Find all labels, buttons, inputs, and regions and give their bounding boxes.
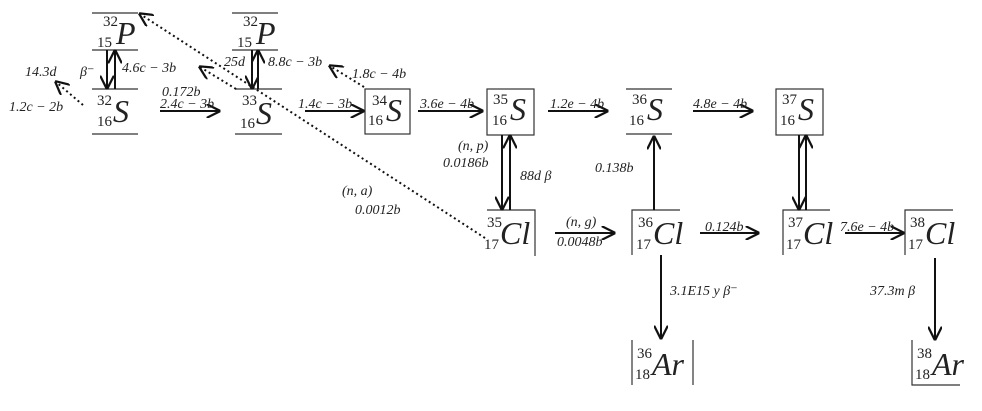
nuclide-cl35: 35 17 Cl — [484, 215, 530, 253]
dotted-arrow-cl35-to-p32 — [140, 14, 486, 239]
svg-text:(n, a): (n, a) — [342, 184, 373, 199]
svg-text:7.6e − 4b: 7.6e − 4b — [840, 220, 894, 235]
nuclide-cl37: 37 17 Cl — [786, 215, 833, 253]
svg-text:16: 16 — [492, 113, 508, 129]
svg-text:38: 38 — [910, 215, 925, 231]
dotted-arrow-s34 — [330, 66, 365, 88]
svg-text:P: P — [115, 15, 136, 51]
svg-text:(n, g): (n, g) — [566, 215, 597, 230]
svg-text:1.2e − 4b: 1.2e − 4b — [550, 97, 604, 112]
svg-text:S: S — [798, 91, 814, 127]
svg-text:0.124b: 0.124b — [705, 220, 744, 235]
nuclide-cl36: 36 17 Cl — [636, 215, 683, 253]
svg-text:(n, p): (n, p) — [458, 139, 489, 154]
svg-text:Ar: Ar — [930, 346, 965, 382]
svg-text:Cl: Cl — [500, 215, 530, 251]
svg-text:36: 36 — [637, 346, 653, 362]
svg-text:S: S — [256, 95, 272, 131]
reaction-arrows — [107, 50, 935, 339]
svg-text:3.1E15 y β⁻: 3.1E15 y β⁻ — [669, 284, 738, 299]
svg-text:8.8c − 3b: 8.8c − 3b — [268, 55, 322, 70]
svg-text:0.0186b: 0.0186b — [443, 156, 489, 171]
nuclide-ar38: 38 18 Ar — [915, 346, 965, 383]
svg-text:36: 36 — [638, 215, 654, 231]
nuclide-ar36: 36 18 Ar — [635, 346, 685, 383]
svg-text:1.8c − 4b: 1.8c − 4b — [352, 67, 406, 82]
nuclide-s33: 33 16 S — [240, 93, 272, 132]
svg-text:15: 15 — [97, 35, 112, 51]
svg-text:32: 32 — [97, 93, 112, 109]
svg-text:β⁻: β⁻ — [79, 65, 94, 80]
svg-text:35: 35 — [493, 92, 508, 108]
svg-text:37.3m β: 37.3m β — [869, 284, 915, 299]
svg-text:38: 38 — [917, 346, 932, 362]
svg-text:Cl: Cl — [803, 215, 833, 251]
nuclide-frames — [92, 12, 960, 386]
svg-text:3.6e − 4b: 3.6e − 4b — [419, 97, 474, 112]
svg-text:0.0048b: 0.0048b — [557, 235, 603, 250]
nuclide-p32-second: 32 15 P — [237, 14, 276, 51]
svg-text:0.172b: 0.172b — [162, 85, 201, 100]
svg-text:Cl: Cl — [653, 215, 683, 251]
svg-text:18: 18 — [915, 367, 930, 383]
nuclide-s32: 32 16 S — [97, 93, 129, 130]
svg-text:14.3d: 14.3d — [25, 65, 58, 80]
svg-text:0.0012b: 0.0012b — [355, 203, 401, 218]
svg-text:16: 16 — [368, 113, 384, 129]
svg-text:33: 33 — [242, 93, 257, 109]
dotted-arrow-s33 — [200, 67, 237, 90]
svg-text:32: 32 — [243, 14, 258, 30]
svg-text:S: S — [510, 91, 526, 127]
nuclide-s35: 35 16 S — [492, 91, 526, 129]
nuclide-s34: 34 16 S — [368, 92, 402, 129]
svg-text:37: 37 — [782, 92, 798, 108]
svg-text:1.4c − 3b: 1.4c − 3b — [298, 97, 352, 112]
svg-text:35: 35 — [487, 215, 502, 231]
svg-text:17: 17 — [636, 237, 652, 253]
svg-text:88d β: 88d β — [520, 169, 552, 184]
svg-text:17: 17 — [484, 237, 500, 253]
dotted-arrows — [56, 14, 486, 239]
svg-text:S: S — [113, 93, 129, 129]
svg-text:1.2c − 2b: 1.2c − 2b — [9, 100, 63, 115]
svg-text:Ar: Ar — [650, 346, 685, 382]
nuclide-s37: 37 16 S — [780, 91, 814, 129]
nuclide-p32-top: 32 15 P — [97, 14, 136, 51]
svg-text:S: S — [386, 92, 402, 128]
svg-text:S: S — [647, 91, 663, 127]
svg-text:16: 16 — [240, 116, 256, 132]
nuclide-s36: 36 16 S — [629, 91, 663, 129]
svg-text:15: 15 — [237, 35, 252, 51]
svg-text:4.6c − 3b: 4.6c − 3b — [122, 61, 176, 76]
svg-text:2.4c − 3b: 2.4c − 3b — [160, 97, 214, 112]
svg-text:37: 37 — [788, 215, 804, 231]
svg-text:17: 17 — [908, 237, 924, 253]
svg-text:0.138b: 0.138b — [595, 161, 634, 176]
svg-text:34: 34 — [372, 93, 388, 109]
svg-text:36: 36 — [632, 92, 648, 108]
svg-text:18: 18 — [635, 367, 650, 383]
svg-text:P: P — [255, 15, 276, 51]
svg-text:17: 17 — [786, 237, 802, 253]
dotted-arrow-s32-decay — [56, 82, 84, 106]
svg-text:32: 32 — [103, 14, 118, 30]
svg-text:16: 16 — [97, 114, 113, 130]
svg-text:Cl: Cl — [925, 215, 955, 251]
svg-text:16: 16 — [780, 113, 796, 129]
svg-text:4.8e − 4b: 4.8e − 4b — [693, 97, 747, 112]
nuclide-cl38: 38 17 Cl — [908, 215, 955, 253]
svg-text:16: 16 — [629, 113, 645, 129]
svg-text:25d: 25d — [224, 55, 246, 70]
reaction-labels: 14.3d 1.2c − 2b β⁻ 4.6c − 3b 0.172b 2.4c… — [9, 55, 915, 299]
